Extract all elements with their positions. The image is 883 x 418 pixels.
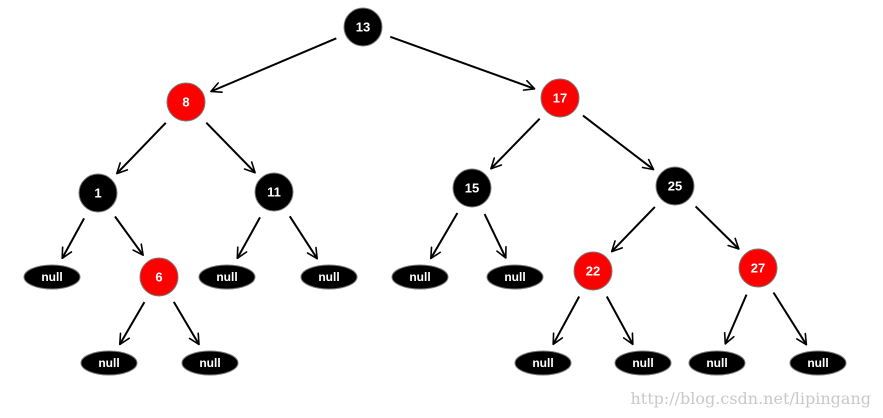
edge-n15-to-null_15R xyxy=(483,213,507,259)
null-leaf-shape xyxy=(198,264,256,290)
edge-n11-to-null_11L xyxy=(236,216,261,260)
tree-node-null_22R: null xyxy=(614,350,672,376)
edge-n6-to-null_6L xyxy=(118,301,146,346)
black-node-circle xyxy=(78,173,118,213)
tree-node-null_11L: null xyxy=(198,264,256,290)
edge-n27-to-null_27L xyxy=(723,294,748,345)
edge-n25-to-n27 xyxy=(694,205,740,250)
tree-node-n1: 1 xyxy=(78,173,118,213)
tree-node-n13: 13 xyxy=(343,7,383,47)
node-label: 8 xyxy=(182,95,189,110)
tree-node-n27: 27 xyxy=(738,248,778,288)
null-leaf-shape xyxy=(80,350,138,376)
null-leaf-shape xyxy=(514,350,572,376)
red-node-circle xyxy=(540,78,580,118)
node-label: null xyxy=(409,270,430,284)
node-label: null xyxy=(318,270,339,284)
tree-node-n11: 11 xyxy=(254,172,294,212)
tree-node-n22: 22 xyxy=(573,251,613,291)
node-label: 6 xyxy=(155,270,162,285)
node-label: null xyxy=(532,356,553,370)
edge-n6-to-null_6R xyxy=(172,301,200,346)
node-label: 11 xyxy=(267,185,281,200)
tree-node-null_15L: null xyxy=(391,264,449,290)
node-label: null xyxy=(216,270,237,284)
tree-node-null_22L: null xyxy=(514,350,572,376)
node-label: 27 xyxy=(751,261,765,276)
edge-n8-to-n1 xyxy=(116,122,167,175)
node-label: null xyxy=(199,356,220,370)
tree-node-n17: 17 xyxy=(540,78,580,118)
edge-n1-to-null_1L xyxy=(61,217,85,260)
null-leaf-shape xyxy=(300,264,358,290)
node-label: 22 xyxy=(586,264,600,279)
edge-n8-to-n11 xyxy=(205,122,256,174)
black-node-circle xyxy=(452,168,492,208)
node-label: null xyxy=(504,270,525,284)
tree-node-null_6L: null xyxy=(80,350,138,376)
black-node-circle xyxy=(254,172,294,212)
edge-n15-to-null_15L xyxy=(429,212,459,260)
null-leaf-shape xyxy=(688,350,746,376)
black-node-circle xyxy=(655,166,695,206)
tree-node-null_27L: null xyxy=(688,350,746,376)
edges-layer xyxy=(61,35,808,346)
null-leaf-shape xyxy=(614,350,672,376)
node-label: 1 xyxy=(94,186,101,201)
node-label: null xyxy=(98,356,119,370)
edge-n13-to-n8 xyxy=(210,37,337,93)
edge-n17-to-n25 xyxy=(582,114,655,171)
red-node-circle xyxy=(738,248,778,288)
red-node-circle xyxy=(573,251,613,291)
tree-node-null_6R: null xyxy=(181,350,239,376)
tree-node-n8: 8 xyxy=(166,82,206,122)
null-leaf-shape xyxy=(181,350,239,376)
null-leaf-shape xyxy=(23,264,81,290)
red-node-circle xyxy=(139,257,179,297)
watermark-text: http://blog.csdn.net/lipingang xyxy=(630,389,871,408)
node-label: null xyxy=(807,356,828,370)
tree-node-n6: 6 xyxy=(139,257,179,297)
edge-n13-to-n17 xyxy=(389,35,536,91)
null-leaf-shape xyxy=(789,350,847,376)
node-label: 13 xyxy=(356,20,370,35)
node-label: null xyxy=(41,270,62,284)
tree-node-null_15R: null xyxy=(486,264,544,290)
edge-n1-to-n6 xyxy=(114,215,144,256)
tree-node-null_1L: null xyxy=(23,264,81,290)
node-label: 15 xyxy=(465,181,479,196)
edge-n25-to-n22 xyxy=(610,206,656,253)
node-label: 17 xyxy=(553,91,567,106)
tree-node-null_27R: null xyxy=(789,350,847,376)
node-label: null xyxy=(632,356,653,370)
black-node-circle xyxy=(343,7,383,47)
null-leaf-shape xyxy=(486,264,544,290)
edge-n22-to-null_22R xyxy=(605,296,634,346)
edge-n17-to-n15 xyxy=(490,118,541,170)
edge-n11-to-null_11R xyxy=(288,215,319,260)
node-label: null xyxy=(706,356,727,370)
null-leaf-shape xyxy=(391,264,449,290)
tree-node-n15: 15 xyxy=(452,168,492,208)
tree-node-null_11R: null xyxy=(300,264,358,290)
tree-node-n25: 25 xyxy=(655,166,695,206)
edge-n27-to-null_27R xyxy=(772,291,808,346)
red-node-circle xyxy=(166,82,206,122)
edge-n22-to-null_22L xyxy=(552,296,581,346)
node-label: 25 xyxy=(668,179,682,194)
